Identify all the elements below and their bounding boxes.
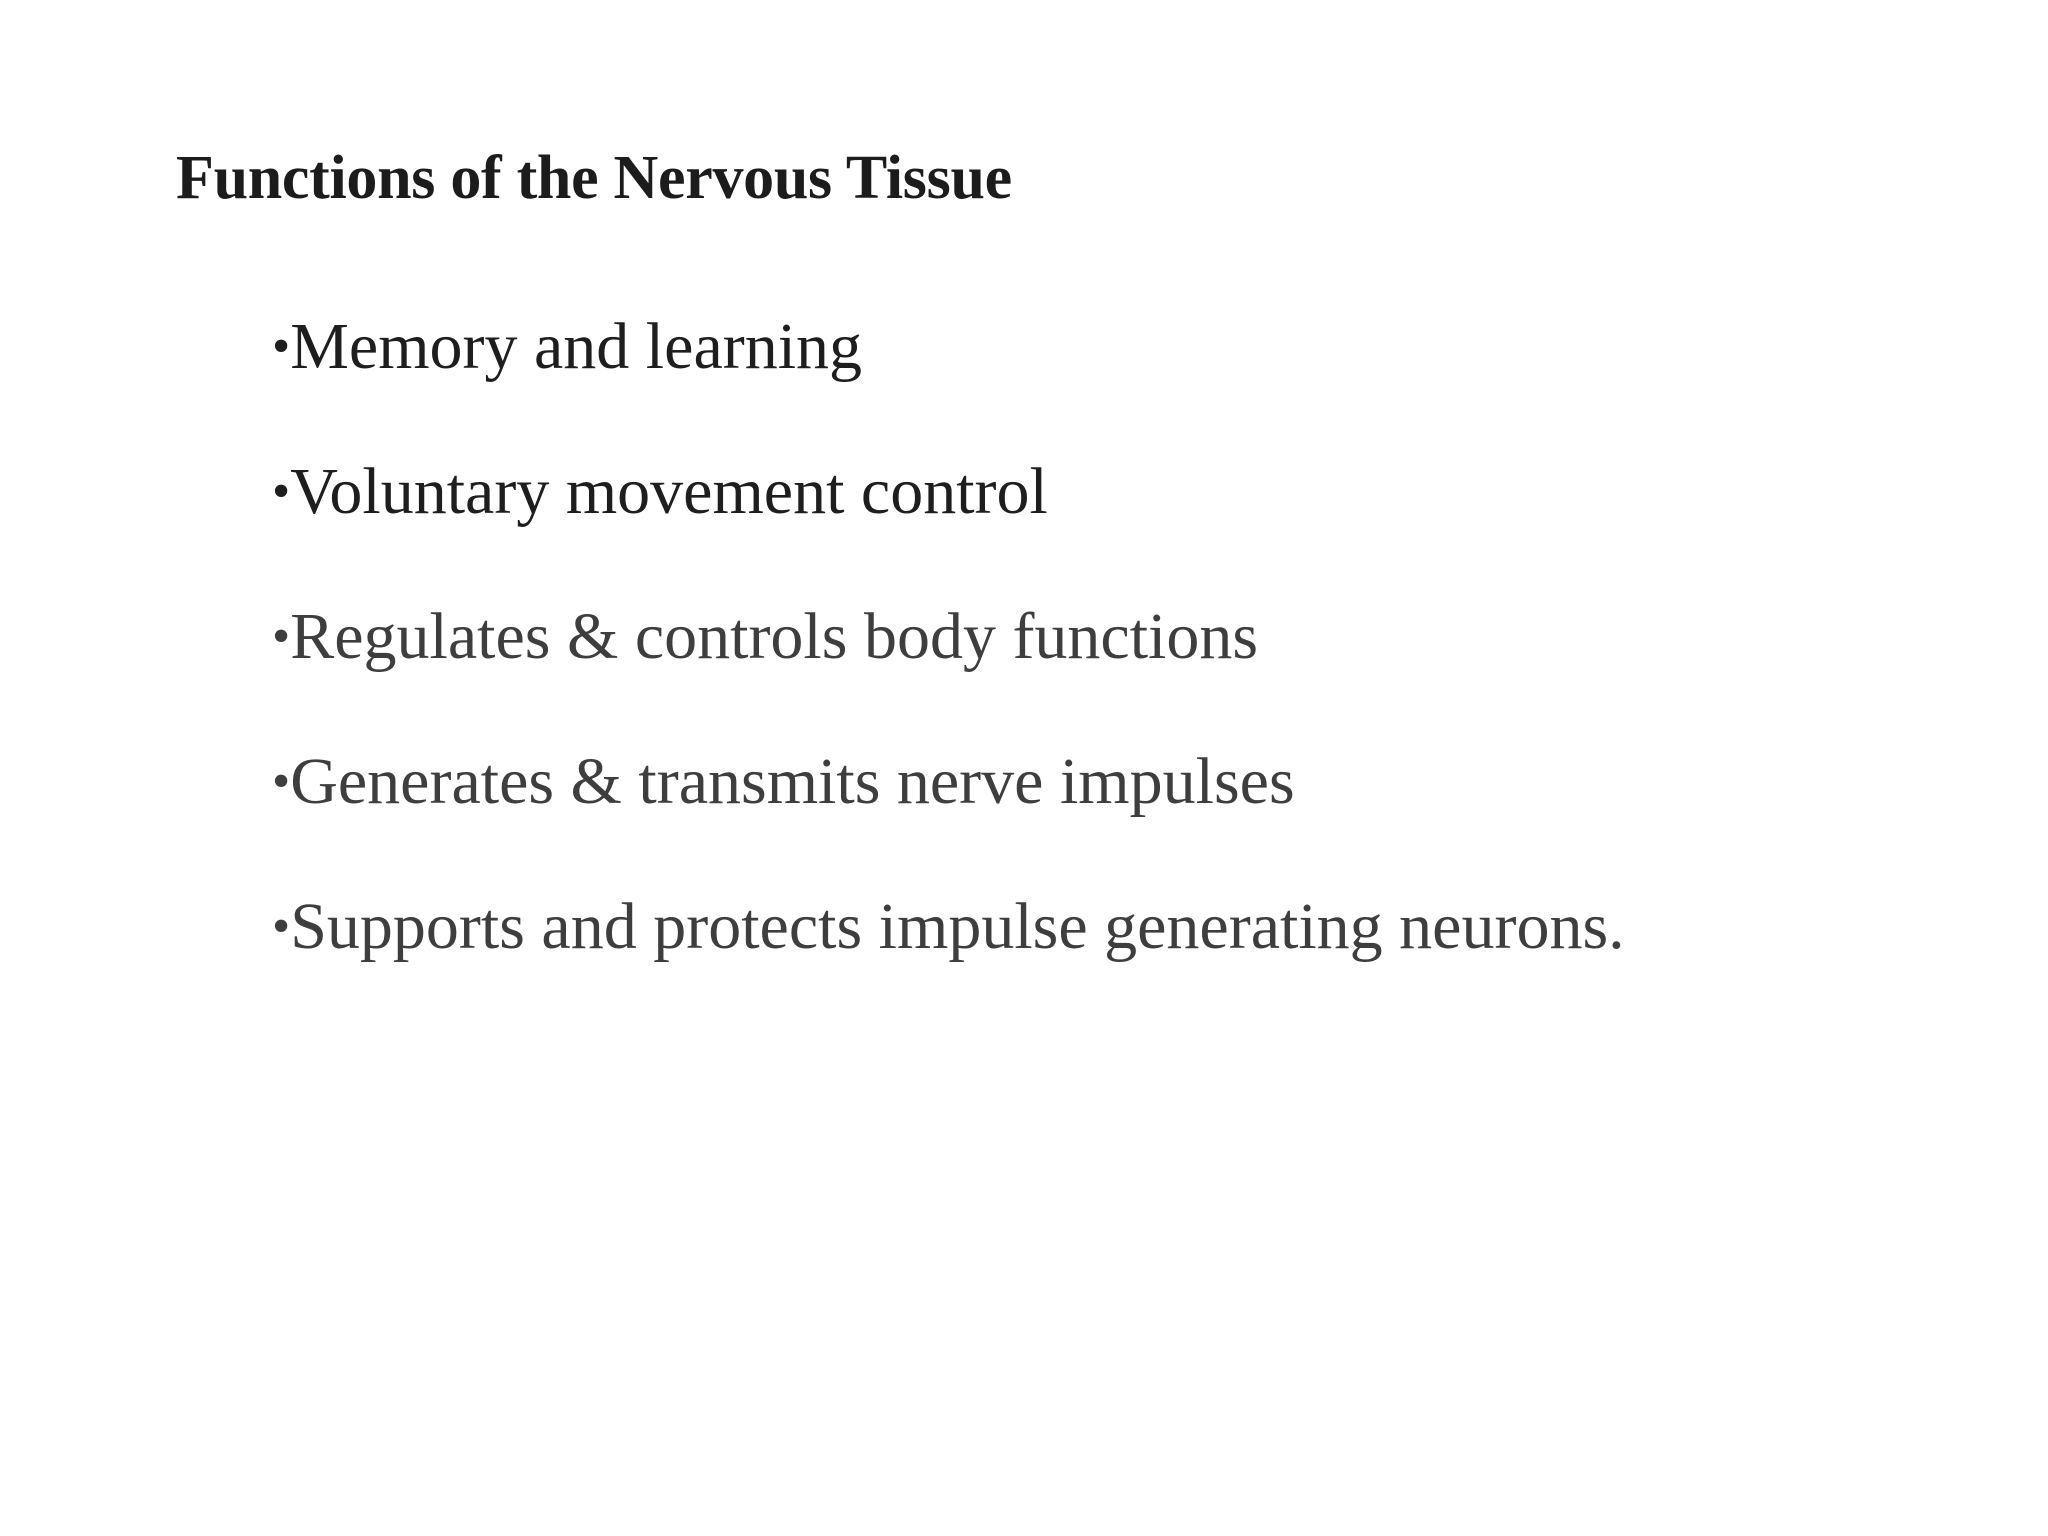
slide-title: Functions of the Nervous Tissue (176, 143, 1012, 212)
bullet-item-label: Supports and protects impulse generating… (290, 890, 1625, 963)
bullet-point-icon: • (272, 608, 291, 665)
bullet-item-label: Regulates & controls body functions (290, 600, 1259, 673)
bullet-list-item: •Voluntary movement control (272, 459, 1992, 525)
bullet-item-label: Memory and learning (290, 310, 863, 383)
bullet-point-icon: • (272, 463, 291, 520)
bullet-point-icon: • (272, 318, 291, 375)
bullet-point-icon: • (272, 753, 291, 810)
bullet-item-label: Generates & transmits nerve impulses (290, 745, 1295, 818)
bullet-item-label: Voluntary movement control (290, 455, 1048, 528)
bullet-list-item: •Supports and protects impulse generatin… (272, 894, 1992, 960)
bullet-list: •Memory and learning •Voluntary movement… (272, 314, 1992, 960)
bullet-point-icon: • (272, 898, 291, 955)
bullet-list-item: •Memory and learning (272, 314, 1992, 380)
bullet-list-item: •Regulates & controls body functions (272, 604, 1992, 670)
bullet-list-item: •Generates & transmits nerve impulses (272, 749, 1992, 815)
